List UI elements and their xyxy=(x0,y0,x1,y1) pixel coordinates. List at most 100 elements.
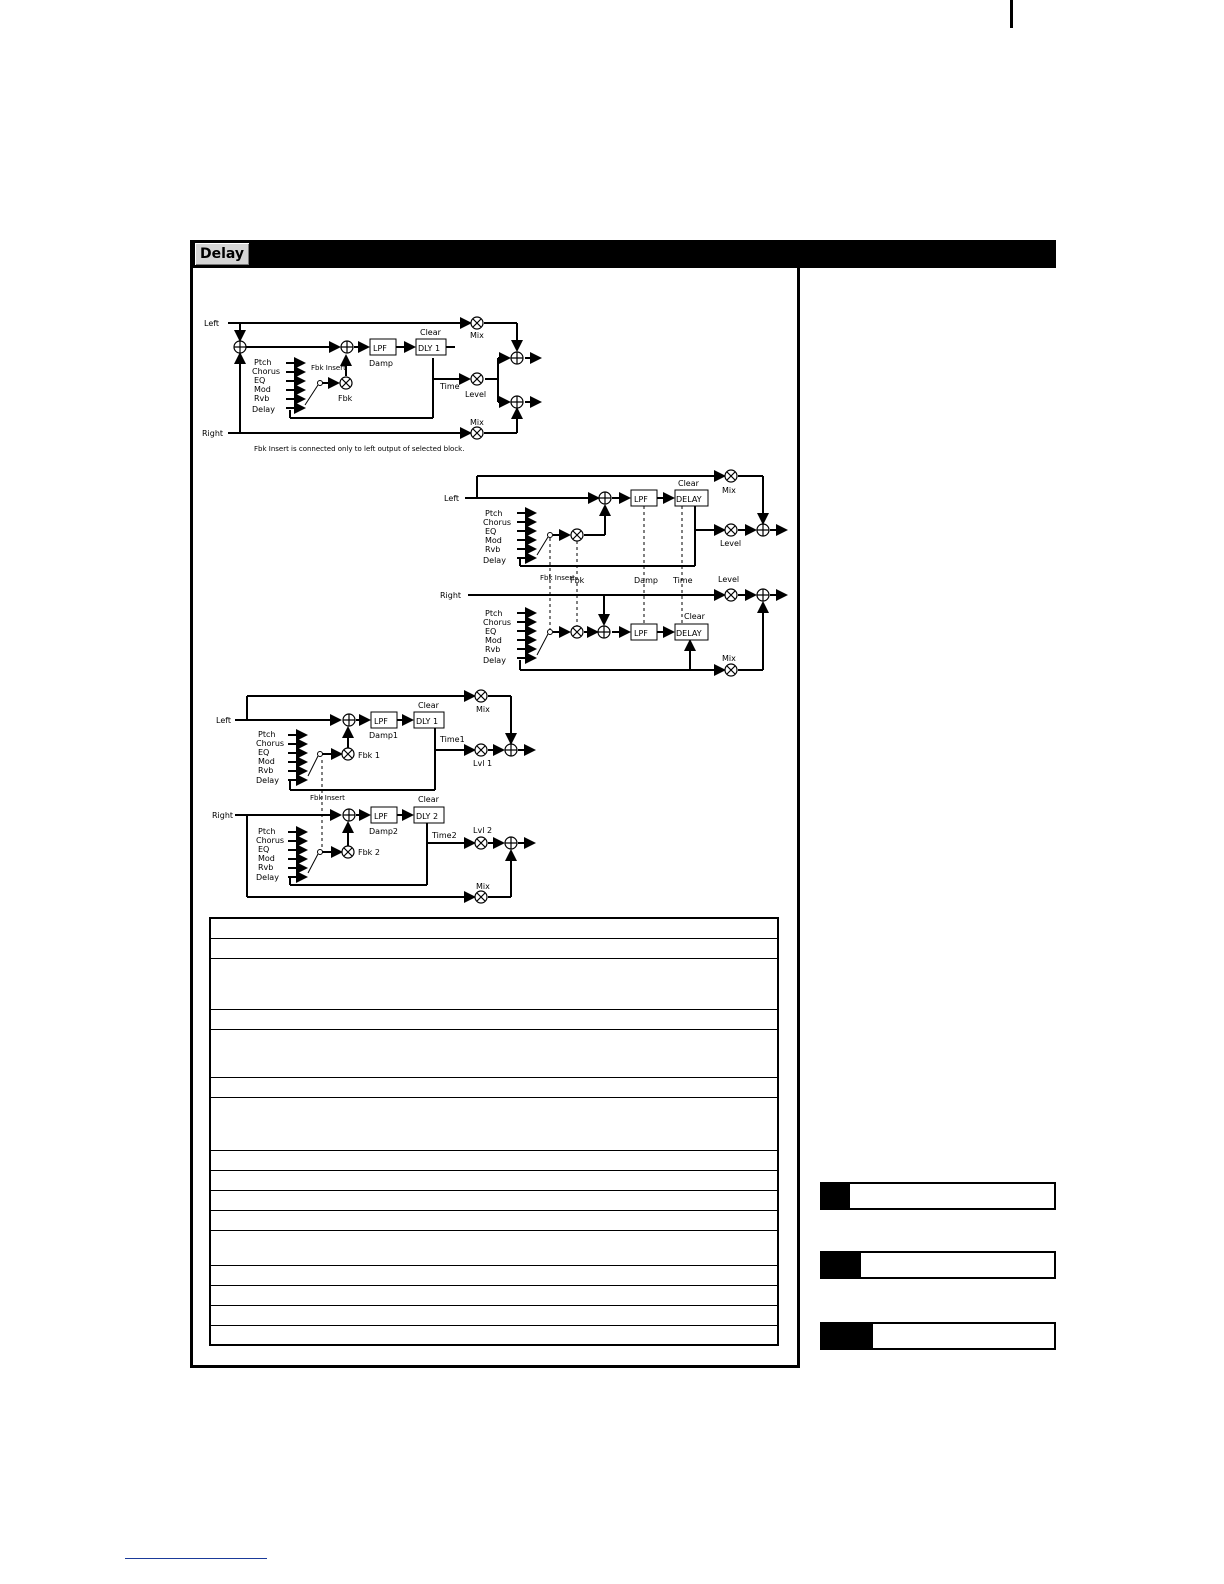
mid-mix-1: Mix xyxy=(722,486,736,495)
table-row xyxy=(209,1324,779,1346)
top-lpf: LPF xyxy=(373,344,387,353)
top-mix-2: Mix xyxy=(470,418,484,427)
mid-src-r4: Rvb xyxy=(485,645,500,654)
table-row xyxy=(209,1264,779,1286)
bot-clear-2: Clear xyxy=(418,795,440,804)
footer-rule xyxy=(125,1558,267,1559)
table-row xyxy=(209,937,779,959)
table-row xyxy=(209,1229,779,1266)
main-frame xyxy=(190,268,800,1368)
top-clear: Clear xyxy=(420,328,442,337)
mid-src-1: Chorus xyxy=(483,518,511,527)
bot-lvl1: Lvl 1 xyxy=(473,759,492,768)
bot-src-5: Delay xyxy=(256,776,279,785)
bot-mix-2: Mix xyxy=(476,882,490,891)
mid-src-3: Mod xyxy=(485,536,502,545)
bot-src-r2: EQ xyxy=(258,845,269,854)
mid-delay-2: DELAY xyxy=(676,629,702,638)
table-row xyxy=(209,1149,779,1171)
diagram-stereo xyxy=(465,470,788,676)
bot-src-r1: Chorus xyxy=(256,836,284,845)
mid-fbk-insert: Fbk Insert xyxy=(540,574,575,582)
mid-time: Time xyxy=(672,576,693,585)
bot-src-3: Mod xyxy=(258,757,275,766)
mid-mix-2: Mix xyxy=(722,654,736,663)
mid-src-r5: Delay xyxy=(483,656,506,665)
table-row xyxy=(209,1304,779,1326)
mid-src-r2: EQ xyxy=(485,627,496,636)
side-box-2-fill xyxy=(822,1253,862,1277)
bot-fbk-insert: Fbk Insert xyxy=(310,794,345,802)
bot-src-r5: Delay xyxy=(256,873,279,882)
bot-clear-1: Clear xyxy=(418,701,440,710)
top-input-left: Left xyxy=(204,319,219,328)
side-box-3-fill xyxy=(822,1324,874,1348)
bot-mix-1: Mix xyxy=(476,705,490,714)
top-src-2: EQ xyxy=(254,376,265,385)
table-row xyxy=(209,957,779,1010)
side-box-3 xyxy=(820,1322,1056,1350)
top-src-4: Rvb xyxy=(254,394,269,403)
mid-src-4: Rvb xyxy=(485,545,500,554)
mid-delay-1: DELAY xyxy=(676,495,702,504)
table-row xyxy=(209,1169,779,1191)
bot-damp2: Damp2 xyxy=(369,827,398,836)
delay-tab[interactable]: Delay xyxy=(194,242,250,266)
bot-src-r3: Mod xyxy=(258,854,275,863)
bot-src-2: EQ xyxy=(258,748,269,757)
top-mix-1: Mix xyxy=(470,331,484,340)
diagram-mono xyxy=(228,317,542,439)
mid-src-0: Ptch xyxy=(485,509,502,518)
top-src-1: Chorus xyxy=(252,367,280,376)
bot-lpf-2: LPF xyxy=(374,812,388,821)
bot-fbk2: Fbk 2 xyxy=(358,848,380,857)
top-note: Fbk Insert is connected only to left out… xyxy=(254,445,464,453)
table-row xyxy=(209,1209,779,1231)
bot-src-4: Rvb xyxy=(258,766,273,775)
top-input-right: Right xyxy=(202,429,223,438)
side-box-2 xyxy=(820,1251,1056,1279)
table-row xyxy=(209,1189,779,1211)
top-time: Time xyxy=(439,382,460,391)
table-row xyxy=(209,1008,779,1030)
bot-input-left: Left xyxy=(216,716,231,725)
bot-src-r4: Rvb xyxy=(258,863,273,872)
bot-src-0: Ptch xyxy=(258,730,275,739)
table-row xyxy=(209,1096,779,1151)
mid-src-r1: Chorus xyxy=(483,618,511,627)
mid-src-r0: Ptch xyxy=(485,609,502,618)
top-src-3: Mod xyxy=(254,385,271,394)
mid-damp: Damp xyxy=(634,576,658,585)
sum-nodes-bottom xyxy=(341,689,518,904)
bot-time2: Time2 xyxy=(431,831,457,840)
mid-input-right: Right xyxy=(440,591,461,600)
top-src-5: Delay xyxy=(252,405,275,414)
top-rule xyxy=(1010,0,1013,28)
mid-input-left: Left xyxy=(444,494,459,503)
side-box-1-fill xyxy=(822,1184,850,1208)
bot-dly1: DLY 1 xyxy=(416,717,438,726)
table-row xyxy=(209,1076,779,1098)
side-box-1 xyxy=(820,1182,1056,1210)
parameter-table xyxy=(209,917,779,1346)
table-row xyxy=(209,917,779,939)
bot-src-1: Chorus xyxy=(256,739,284,748)
bot-input-right: Right xyxy=(212,811,233,820)
bot-time1: Time1 xyxy=(439,735,465,744)
top-level: Level xyxy=(465,390,486,399)
labels-bottom: Left Right Ptch Chorus EQ Mod Rvb Delay … xyxy=(212,701,492,891)
mid-src-2: EQ xyxy=(485,527,496,536)
mid-fbk: Fbk xyxy=(570,576,585,585)
top-damp: Damp xyxy=(369,359,393,368)
table-row xyxy=(209,1028,779,1078)
labels-mid: Left Right Ptch Chorus EQ Mod Rvb Delay … xyxy=(440,479,741,665)
mid-lpf-1: LPF xyxy=(634,495,648,504)
mid-level-2: Level xyxy=(718,575,739,584)
diagram-dual xyxy=(235,690,536,903)
top-fbk: Fbk xyxy=(338,394,353,403)
top-dly: DLY 1 xyxy=(418,344,440,353)
bot-lvl2: Lvl 2 xyxy=(473,826,492,835)
bot-lpf-1: LPF xyxy=(374,717,388,726)
mid-src-5: Delay xyxy=(483,556,506,565)
